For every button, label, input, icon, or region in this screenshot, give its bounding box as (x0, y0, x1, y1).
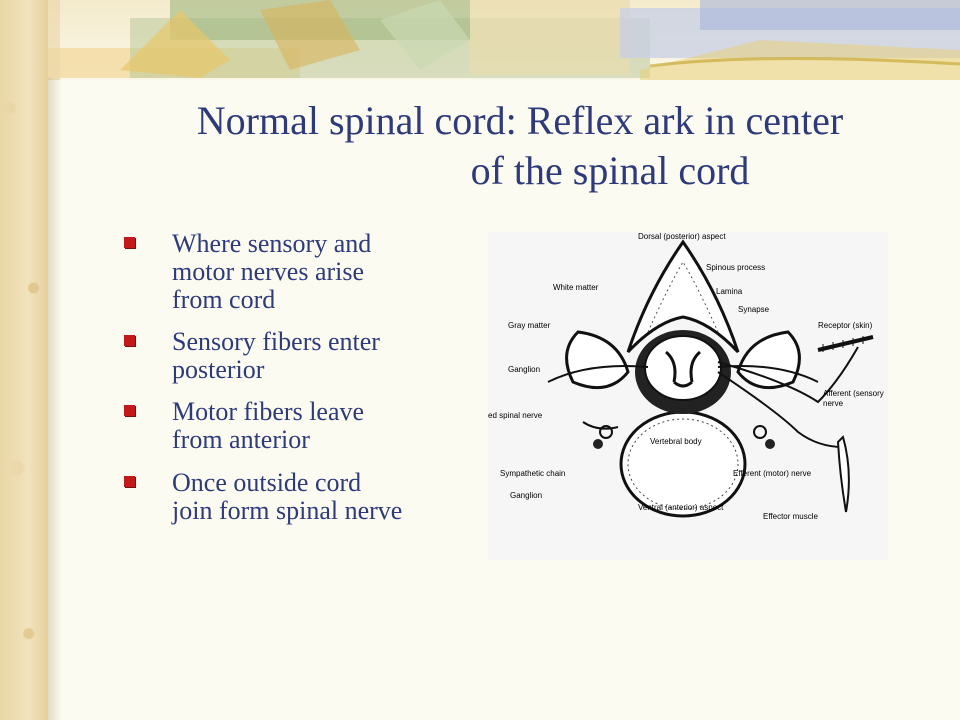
label-white-matter: White matter (553, 283, 599, 292)
label-receptor: Receptor (skin) (818, 321, 873, 330)
label-efferent: Efferent (motor) nerve (733, 469, 812, 478)
effector-muscle-shape (836, 435, 850, 513)
square-bullet-icon (124, 475, 135, 487)
bullet-line: posterior (172, 355, 265, 385)
afferent-nerve-path (717, 346, 859, 404)
spinous-process-shape (626, 239, 740, 354)
bullet-item: Once outside cord join form spinal nerve (124, 467, 504, 525)
title-line-2: of the spinal cord (470, 148, 750, 193)
decorative-banner (0, 0, 960, 80)
bullet-line: Motor fibers leave (172, 397, 365, 427)
efferent-nerve-path (717, 371, 844, 448)
spinal-cord-diagram: Dorsal (posterior) aspect Spinous proces… (488, 232, 888, 560)
bullet-line: Sensory fibers enter (172, 327, 380, 357)
bullet-line: from cord (172, 285, 276, 315)
label-vertebral-body: Vertebral body (650, 437, 702, 446)
label-lamina: Lamina (716, 287, 743, 296)
bullet-item: Sensory fibers enter posterior (124, 328, 504, 384)
bullet-line: Once outside cord (172, 467, 362, 497)
strip-shadow (48, 78, 62, 720)
label-ganglion-top: Ganglion (508, 365, 540, 374)
label-afferent-2: nerve (823, 399, 844, 408)
label-spinous: Spinous process (706, 263, 765, 272)
label-ventral: Ventral (anterior) aspect (638, 503, 724, 512)
parchment-strip (0, 0, 48, 720)
square-bullet-icon (124, 405, 135, 417)
bullet-line: Where sensory and (172, 229, 372, 258)
slide-title: Normal spinal cord: Reflex ark in center… (100, 96, 940, 196)
label-dorsal: Dorsal (posterior) aspect (638, 232, 726, 241)
bullet-line: join form spinal nerve (172, 495, 403, 525)
spinal-cord-shape (644, 335, 722, 401)
bullet-line: motor nerves arise (172, 257, 365, 287)
left-process-shape (565, 330, 630, 390)
bullet-item: Where sensory and motor nerves arise fro… (124, 229, 504, 315)
square-bullet-icon (124, 237, 135, 248)
label-effector: Effector muscle (763, 512, 819, 521)
label-synapse: Synapse (738, 305, 770, 314)
label-sympathetic: Sympathetic chain (500, 469, 565, 478)
vertebral-body-shape (619, 410, 747, 518)
diagram-svg: Dorsal (posterior) aspect Spinous proces… (488, 232, 884, 521)
label-afferent-1: Afferent (sensory (823, 389, 884, 398)
bullet-line: from anterior (172, 425, 310, 455)
label-spinal-nerve: ed spinal nerve (488, 411, 543, 420)
label-gray-matter: Gray matter (508, 321, 551, 330)
title-line-1: Normal spinal cord: Reflex ark in center (196, 98, 844, 143)
bullet-item: Motor fibers leave from anterior (124, 398, 504, 454)
gray-matter-shape (664, 350, 702, 388)
bullet-list: Where sensory and motor nerves arise fro… (124, 229, 504, 539)
label-ganglion-bottom: Ganglion (510, 491, 542, 500)
square-bullet-icon (124, 335, 135, 347)
